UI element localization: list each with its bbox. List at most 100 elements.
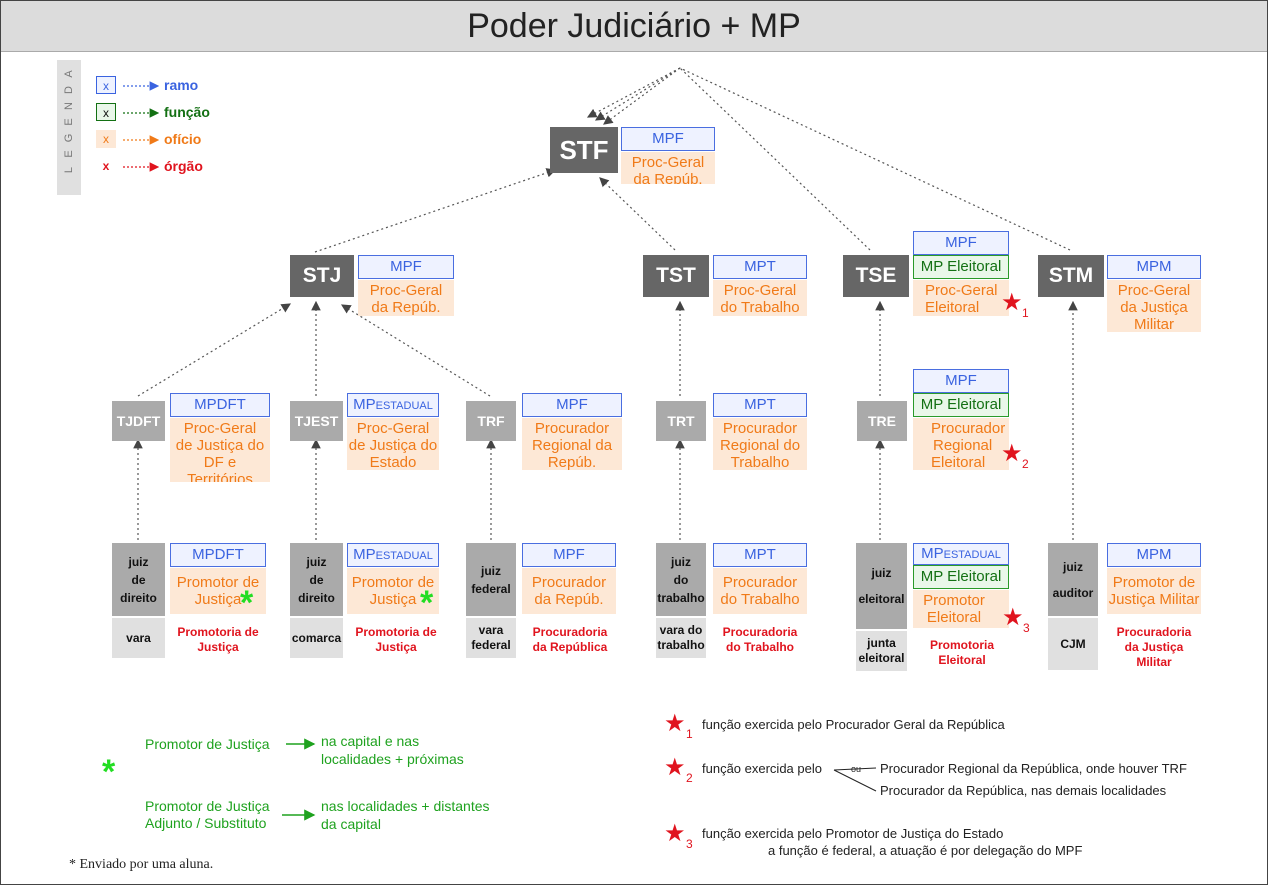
note-pja-label: Promotor de Justiça Adjunto / Substituto	[145, 798, 270, 832]
orgao-line: Justiça	[197, 640, 239, 654]
note2-option2: Procurador da República, nas demais loca…	[880, 783, 1167, 798]
court-stm: STM	[1038, 255, 1104, 297]
ramo-small: ESTADUAL	[375, 400, 433, 412]
c2-ramo: MPESTADUAL	[347, 543, 439, 567]
c5-ramo: MPESTADUAL	[913, 543, 1009, 565]
court-tjdft: TJDFT	[112, 401, 165, 441]
oficio-line: Proc-Geral	[369, 282, 443, 299]
oficio-line: Procurador	[722, 420, 798, 437]
star-icon: ★	[664, 754, 686, 781]
legend-orgao-box: x	[102, 159, 110, 173]
unit-c4: vara do trabalho	[656, 618, 706, 658]
tjdft-ramo: MPDFT	[170, 393, 270, 417]
ramo-main: MP	[353, 396, 376, 413]
judge-line: juiz	[1063, 559, 1083, 574]
legend-oficio-box: x	[96, 130, 116, 148]
trt-ramo: MPT	[713, 393, 807, 417]
c2-orgao: Promotoria de Justiça	[344, 625, 448, 655]
stf-ramo: MPF	[621, 127, 715, 151]
tse-ramo: MPF	[913, 231, 1009, 255]
stm-ramo: MPM	[1107, 255, 1201, 279]
note-pj-text: na capital e nas localidades + próximas	[321, 732, 464, 768]
c6-oficio: Promotor de Justiça Militar	[1107, 568, 1201, 614]
trf-oficio: Procurador Regional da Repúb.	[522, 418, 622, 470]
unit-line: federal	[471, 638, 511, 652]
tjest-oficio: Proc-Geral de Justiça do Estado	[347, 418, 439, 470]
orgao-line: Procuradoria	[722, 625, 798, 639]
judge-line: de	[309, 572, 324, 587]
judge-line: direito	[298, 590, 335, 605]
note-line: nas localidades + distantes	[321, 798, 490, 814]
note-line: na capital e nas	[321, 733, 420, 749]
oficio-line: Territórios	[187, 471, 253, 482]
c5-star-number: 3	[1023, 621, 1030, 635]
oficio-line: da Repúb.	[534, 591, 604, 608]
note-line: Adjunto / Substituto	[145, 815, 267, 831]
ramo-small: ESTADUAL	[943, 549, 1001, 561]
c6-orgao: Procuradoria da Justiça Militar	[1102, 625, 1206, 670]
orgao-line: da Justiça	[1124, 640, 1184, 654]
oficio-line: da Justiça	[1120, 299, 1188, 316]
stj-oficio: Proc-Geral da Repúb.	[358, 280, 454, 316]
oficio-line: Proc-Geral	[1117, 282, 1191, 299]
note-line: localidades + próximas	[321, 751, 464, 767]
oficio-line: do Trabalho	[720, 299, 800, 316]
judge-line: juiz	[671, 554, 691, 569]
court-trt: TRT	[656, 401, 706, 441]
legend-letter: L	[63, 166, 75, 174]
oficio-line: Procurador	[931, 420, 1006, 437]
green-asterisk-icon: *	[102, 753, 116, 791]
legend-funcao-box: x	[96, 103, 116, 121]
judge-line: eleitoral	[858, 592, 905, 606]
stf-oficio: Proc-Geral da Repúb.	[621, 152, 715, 184]
oficio-line: Regional	[933, 437, 993, 454]
note3-line2: a função é federal, a atuação é por dele…	[768, 843, 1083, 858]
c3-orgao: Procuradoria da República	[518, 625, 622, 655]
judge-line: auditor	[1052, 585, 1094, 600]
note3-line1: função exercida pelo Promotor de Justiça…	[702, 826, 1004, 841]
oficio-line: Eleitoral	[926, 609, 982, 626]
oficio-line: Proc-Geral	[356, 420, 430, 437]
judge-c3: juiz federal	[466, 543, 516, 616]
green-asterisk-icon: *	[420, 584, 434, 622]
star-icon: ★	[1002, 604, 1024, 631]
note-line: da capital	[321, 816, 381, 832]
oficio-line: Proc-Geral	[723, 282, 797, 299]
orgao-line: Promotoria	[929, 638, 994, 652]
unit-line: vara	[478, 623, 504, 637]
oficio-line: Regional da	[531, 437, 613, 454]
star-icon: ★	[664, 820, 686, 847]
note2-option1: Procurador Regional da República, onde h…	[880, 761, 1187, 776]
star-icon: ★	[1001, 440, 1023, 467]
legend-ramo-label: ramo	[164, 77, 199, 93]
unit-line: junta	[867, 636, 896, 650]
court-stj: STJ	[290, 255, 354, 297]
unit-line: vara do	[659, 623, 703, 637]
oficio-line: Procurador	[534, 420, 610, 437]
legend-orgao-label: órgão	[164, 158, 203, 174]
orgao-line: Eleitoral	[938, 653, 986, 667]
oficio-line: Promotor	[923, 592, 985, 609]
judge-line: trabalho	[657, 590, 705, 605]
c1-ramo: MPDFT	[170, 543, 266, 567]
oficio-line: Trabalho	[730, 454, 790, 470]
c4-ramo: MPT	[713, 543, 807, 567]
c6-ramo: MPM	[1107, 543, 1201, 567]
oficio-line: de Justiça do	[348, 437, 438, 454]
oficio-line: Militar	[1134, 316, 1174, 332]
judge-c4: juiz do trabalho	[656, 543, 706, 616]
tse-funcao: MP Eleitoral	[913, 255, 1009, 279]
legend-ramo-box: x	[96, 76, 116, 94]
tre-star-number: 2	[1022, 457, 1029, 471]
court-stf: STF	[550, 127, 618, 173]
unit-c5: junta eleitoral	[856, 631, 907, 671]
c2-oficio: Promotor de Justiça	[347, 568, 439, 614]
green-asterisk-icon: *	[240, 584, 254, 622]
judge-c1: juiz de direito	[112, 543, 165, 616]
tjdft-oficio: Proc-Geral de Justiça do DF e Território…	[170, 418, 270, 482]
orgao-line: do Trabalho	[725, 640, 794, 654]
unit-c1: vara	[112, 618, 165, 658]
judge-line: federal	[471, 581, 511, 596]
